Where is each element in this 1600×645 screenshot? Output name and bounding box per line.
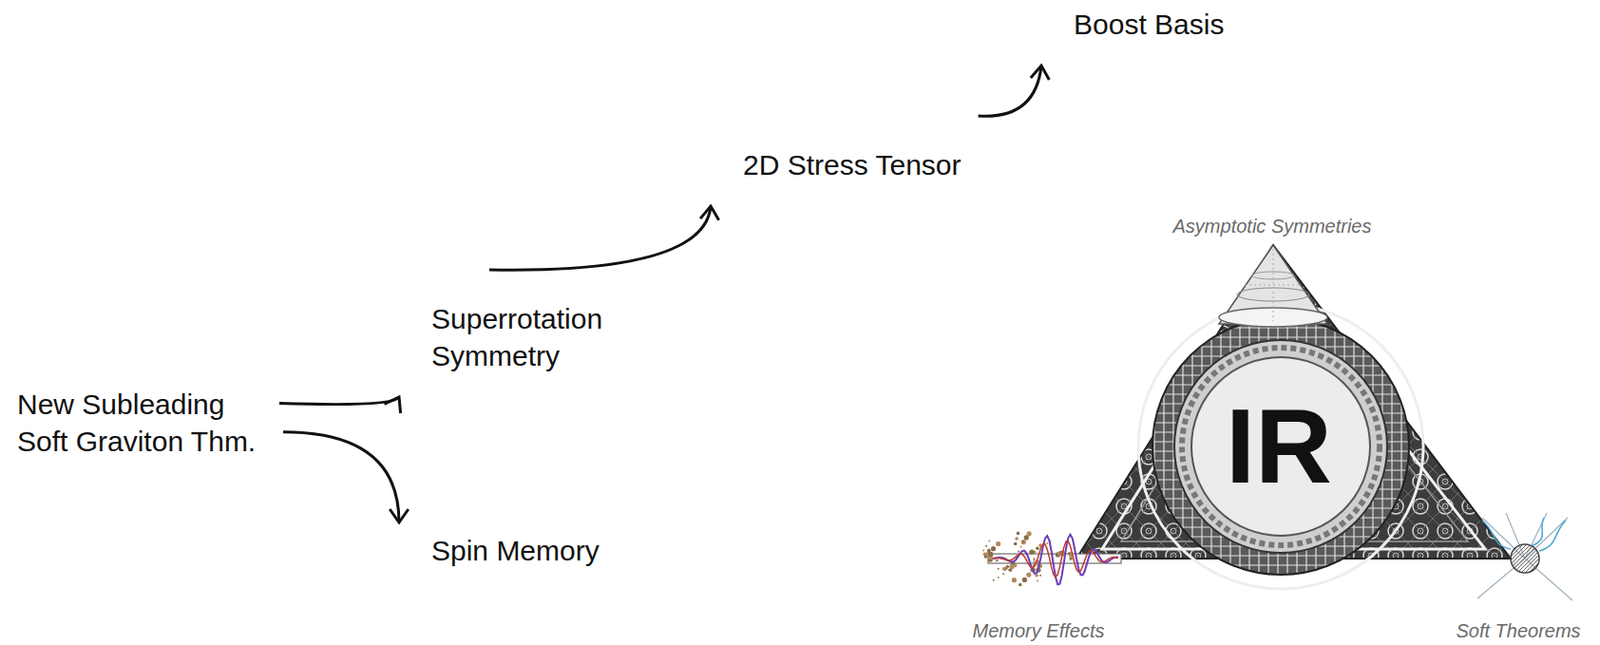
corner-label: Soft Theorems (1455, 620, 1581, 643)
corner-label: Memory Effects (972, 620, 1105, 643)
concept-text: Superrotation Symmetry (431, 300, 473, 375)
concept-node: 2D Stress Tensor (739, 144, 966, 186)
curved-arrow (489, 206, 720, 270)
curved-arrow (283, 432, 409, 523)
corner-label: Asymptotic Symmetries (1173, 215, 1372, 238)
concept-node: New Subleading Soft Graviton Thm. (13, 383, 263, 462)
memory-wave (982, 531, 1122, 587)
center-label: IR (1225, 393, 1333, 500)
concept-text: New Subleading Soft Graviton Thm. (17, 385, 259, 460)
curved-arrow (279, 397, 401, 414)
concept-node: Boost Basis (1069, 3, 1228, 45)
concept-node: Superrotation Symmetry (427, 298, 477, 377)
curved-arrow (978, 65, 1050, 116)
concept-text: 2D Stress Tensor (742, 146, 962, 184)
concept-text: Boost Basis (1073, 5, 1224, 43)
concept-text: Spin Memory (431, 532, 600, 570)
soft-vertex (1477, 513, 1573, 601)
concept-node: Spin Memory (427, 530, 604, 572)
